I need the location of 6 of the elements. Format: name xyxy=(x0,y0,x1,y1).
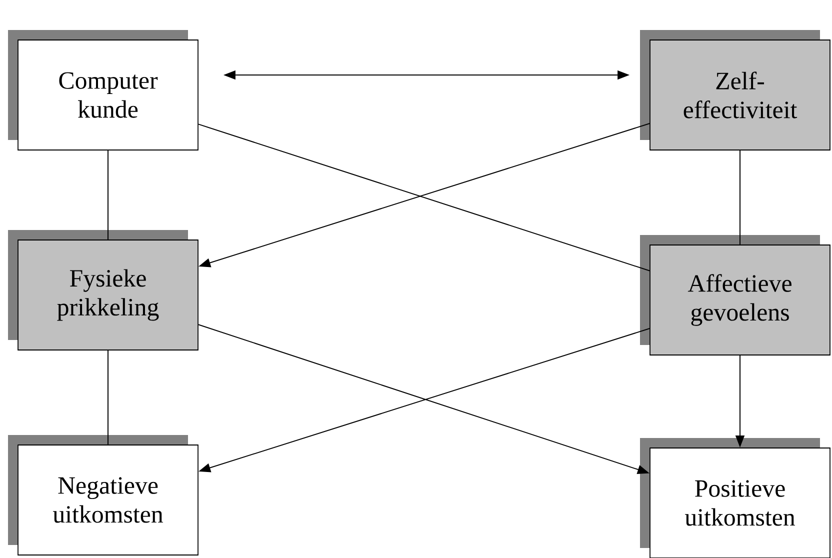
concept-box: Affectieve gevoelens xyxy=(640,235,830,356)
concept-box: Negatieve uitkomsten xyxy=(8,435,198,556)
concept-box: Fysieke prikkeling xyxy=(8,230,198,350)
concept-box: Zelf- effectiviteit xyxy=(640,30,830,150)
concept-box: Positieve uitkomsten xyxy=(640,438,830,558)
concept-box: Computer kunde xyxy=(8,30,198,150)
